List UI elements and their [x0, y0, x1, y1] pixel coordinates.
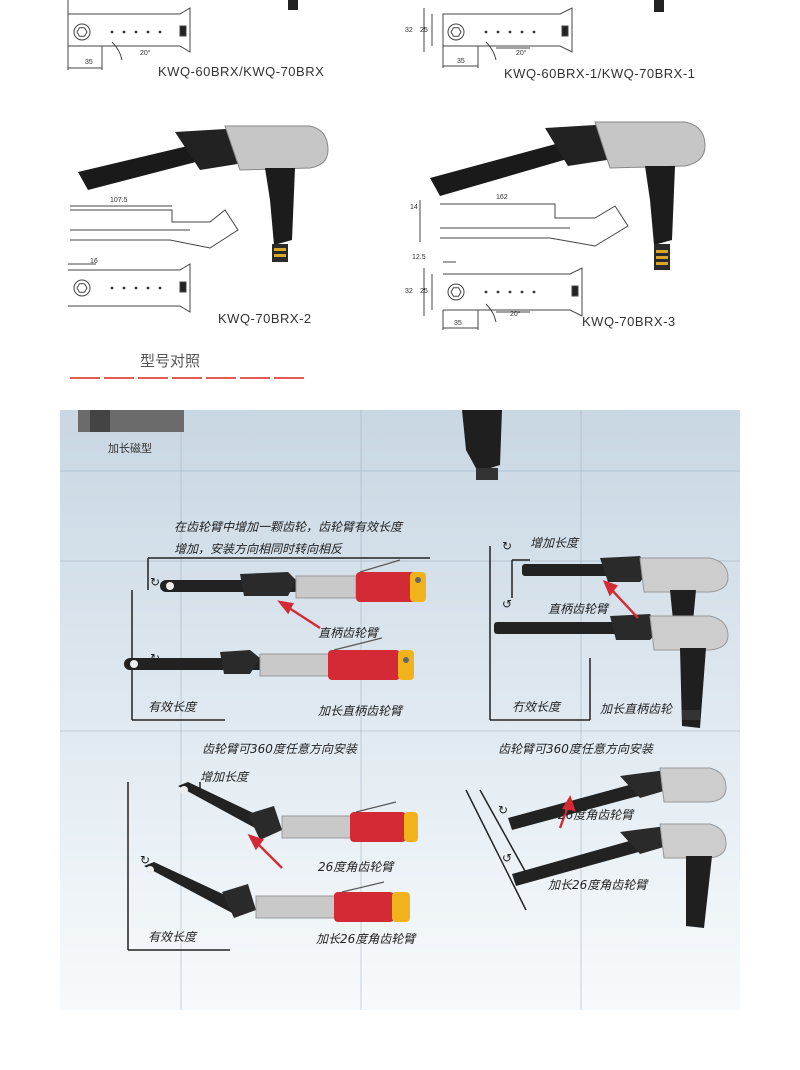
callout-label: 26度角齿轮臂: [318, 860, 394, 874]
callout-label: 加长直柄齿轮: [600, 702, 673, 716]
dim-162: 162: [496, 194, 508, 201]
pointer-arrow: [602, 579, 639, 619]
dim-35: 35: [454, 320, 462, 327]
rotation-note: 齿轮臂可360度任意方向安装: [498, 742, 653, 756]
rotation-icon: ↺: [502, 597, 512, 611]
magnet-label: 加长磁型: [108, 442, 152, 455]
rotation-note: 齿轮臂可360度任意方向安装: [202, 742, 357, 756]
gear-arm-comparison-panel: ↻ ↻ ↻ ↺: [60, 410, 740, 1010]
pointer-arrow: [277, 600, 321, 630]
handle-image: [462, 410, 502, 472]
dim-25: 25: [420, 288, 428, 295]
length-bracket: [465, 789, 531, 911]
background-line: [60, 470, 740, 472]
callout-label: 直柄齿轮臂: [548, 602, 609, 616]
pistol-tool-long-26-degree-arm: [144, 862, 410, 922]
section-heading: 型号对照: [140, 352, 201, 370]
model-label: KWQ-60BRX-1/KWQ-70BRX-1: [504, 66, 696, 81]
arm-drawing-2: [423, 7, 573, 68]
dim-32: 32: [405, 27, 413, 34]
dim-25: 25: [420, 27, 428, 34]
tool-photo-4: [430, 121, 706, 270]
dim-angle: 20°: [516, 50, 527, 57]
pointer-arrow: [247, 833, 283, 869]
background-line: [60, 560, 740, 562]
gear-note: 增加，安装方向相同时转向相反: [174, 542, 343, 556]
dim-32: 32: [405, 288, 413, 295]
arm-drawing-1: [67, 0, 191, 70]
callout-label: 直柄齿轮臂: [318, 626, 379, 640]
gear-arm-illustrations: ↻ ↻ ↻ ↺: [78, 410, 729, 951]
rotation-icon: ↺: [502, 851, 512, 865]
dim-35: 35: [85, 59, 93, 66]
callout-label: 加长直柄齿轮臂: [318, 704, 403, 718]
dim-16: 16: [90, 258, 98, 265]
background-line: [580, 410, 582, 1010]
model-label: KWQ-70BRX-3: [582, 314, 676, 329]
rotation-icon: ↻: [140, 853, 150, 867]
rotation-icon: ↻: [498, 803, 508, 817]
background-line: [60, 730, 740, 732]
background-line: [360, 410, 362, 1010]
callout-label: 加长26度角齿轮臂: [316, 932, 416, 946]
effective-length-label: 有效长度: [148, 930, 197, 944]
pistol-tool-long-straight-arm: [124, 637, 414, 680]
gear-note: 在齿轮臂中增加一颗齿轮，齿轮臂有效长度: [174, 520, 403, 534]
dim-107-5: 107.5: [110, 197, 128, 204]
effective-length-label: 有效长度: [148, 700, 197, 714]
dim-12-5: 12.5: [412, 254, 426, 261]
pistol-tool-26-degree-arm: [178, 782, 418, 842]
pointer-arrow: [558, 795, 576, 829]
dim-35: 35: [457, 58, 465, 65]
model-label: KWQ-70BRX-2: [218, 311, 312, 326]
rotation-icon: ↻: [502, 539, 512, 553]
dim-14: 14: [410, 204, 418, 211]
increase-length-label: 增加长度: [200, 770, 249, 784]
arm-drawing-4: [419, 200, 629, 330]
dim-angle: 20°: [510, 311, 521, 318]
background-line: [180, 410, 182, 1010]
pistol-tool-long-26-degree-arm: [512, 823, 727, 928]
pistol-tool-straight-arm: [160, 559, 426, 602]
callout-label: 加长26度角齿轮臂: [548, 878, 648, 892]
pistol-tool-26-degree-arm: [508, 767, 727, 830]
length-bracket: [489, 546, 591, 721]
pistol-tool-long-straight-arm: [494, 614, 729, 728]
model-label: KWQ-60BRX/KWQ-70BRX: [158, 64, 325, 79]
dim-angle: 20°: [140, 50, 151, 57]
tool-photo-3: [78, 125, 329, 262]
arm-drawing-3: [68, 205, 239, 313]
rotation-icon: ↻: [150, 651, 160, 665]
rotation-icon: ↻: [150, 575, 160, 589]
technical-drawings: [67, 0, 706, 379]
effective-length-label: 冇效长度: [512, 700, 561, 714]
increase-length-label: 增加长度: [530, 536, 579, 550]
length-bracket: [131, 557, 430, 721]
product-spec-sheet: 35 20° 32 25 35 20° 107.5 16 162 14 12.5…: [60, 0, 740, 382]
callout-label: 26度角齿轮臂: [558, 808, 634, 822]
